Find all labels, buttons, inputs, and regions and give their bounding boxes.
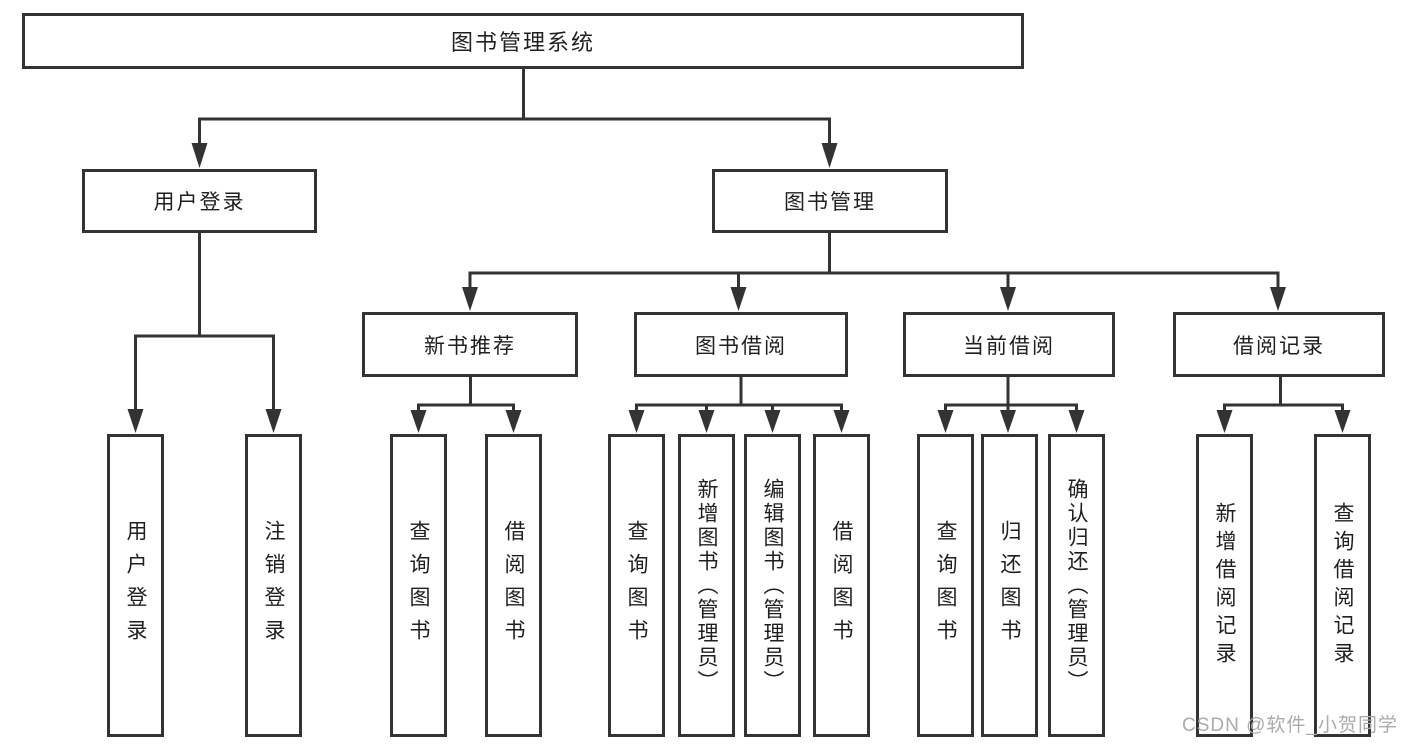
node-borrowing-records: 借阅记录 (1173, 312, 1385, 377)
edges-borrow-records-to-leaves (1216, 377, 1351, 433)
edges-current-borrowing-to-leaves (937, 377, 1085, 433)
node-book-management: 图书管理 (712, 169, 948, 233)
node-current-borrowing: 当前借阅 (903, 312, 1115, 377)
leaf-return-book: 归还图书 (981, 434, 1038, 737)
leaf-edit-book-admin: 编辑图书（管理员） (744, 434, 801, 737)
leaf-borrow-books-recommend: 借阅图书 (485, 434, 542, 737)
leaf-query-books-recommend: 查询图书 (390, 434, 447, 737)
leaf-add-borrow-record: 新增借阅记录 (1196, 434, 1253, 737)
leaf-confirm-return-admin: 确认归还（管理员） (1048, 434, 1105, 737)
leaf-borrow-books-borrowing: 借阅图书 (813, 434, 870, 737)
edges-user-login-to-leaves (127, 233, 282, 433)
edges-root-to-level2 (191, 68, 838, 168)
leaf-logout: 注销登录 (245, 434, 302, 737)
node-user-login: 用户登录 (82, 169, 317, 233)
edges-book-management-to-level3 (462, 233, 1286, 311)
node-system-root: 图书管理系统 (22, 13, 1024, 69)
watermark-text: CSDN @软件_小贺同学 (1182, 715, 1398, 736)
edges-book-borrowing-to-leaves (628, 377, 850, 433)
node-new-book-recommendation: 新书推荐 (362, 312, 578, 377)
leaf-query-books-current: 查询图书 (917, 434, 974, 737)
leaf-add-book-admin: 新增图书（管理员） (678, 434, 735, 737)
leaf-query-books-borrowing: 查询图书 (608, 434, 665, 737)
leaf-query-borrow-record: 查询借阅记录 (1314, 434, 1371, 737)
leaf-user-login: 用户登录 (107, 434, 164, 737)
edges-new-book-to-leaves (410, 377, 522, 433)
node-book-borrowing: 图书借阅 (634, 312, 848, 377)
